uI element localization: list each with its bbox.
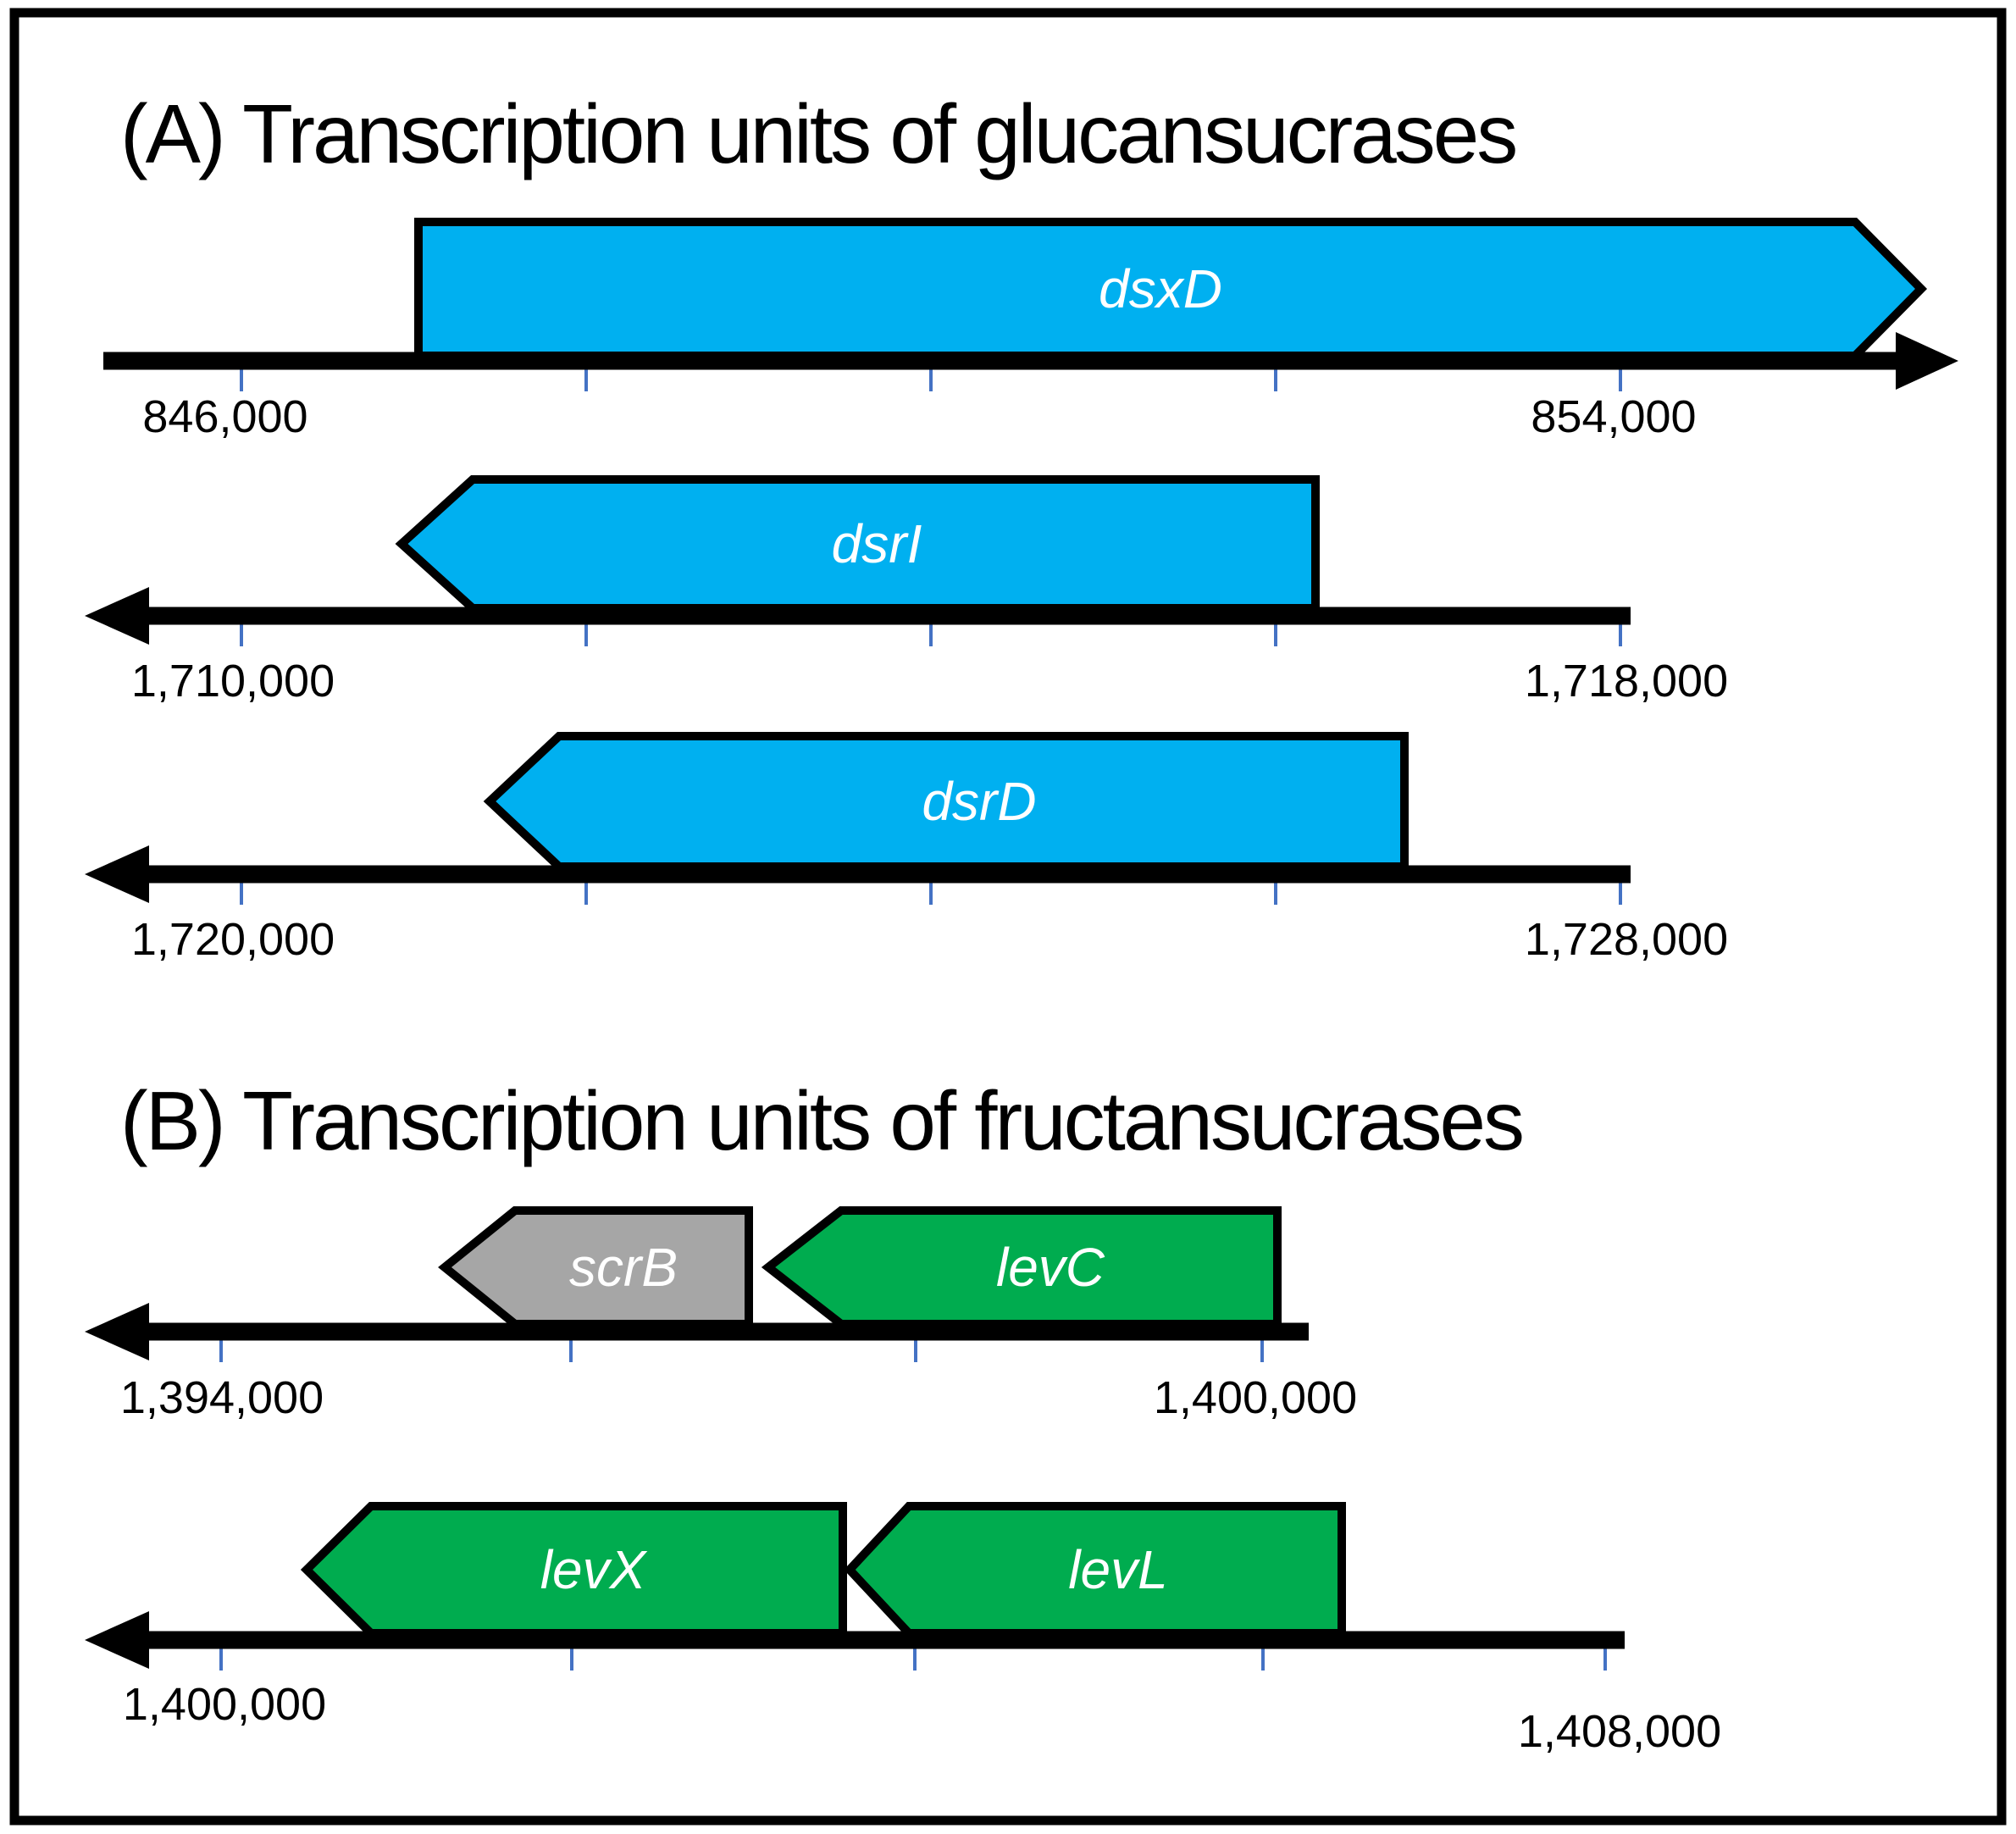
axis-arrowhead-left [85, 1303, 149, 1360]
axis-start-label: 1,720,000 [131, 914, 335, 965]
gene-arrow-dsrI [395, 475, 1320, 612]
axis-start-label: 1,400,000 [123, 1679, 326, 1730]
axis-arrowhead-left [85, 1611, 149, 1669]
gene-label-levX: levX [540, 1539, 648, 1600]
gene-label-levL: levL [1068, 1539, 1167, 1600]
row-scrB-levC: scrB levC 1,394,000 1,400,000 [85, 1206, 1357, 1423]
row-dsrI: dsrI 1,710,000 1,718,000 [85, 475, 1728, 706]
axis-arrowhead-right [1896, 332, 1958, 390]
axis-start-label: 846,000 [142, 391, 307, 442]
axis-start-label: 1,710,000 [131, 656, 335, 706]
panel-a-title: (A) Transcription units of glucansucrase… [120, 87, 1515, 180]
axis-arrowhead-left [85, 587, 149, 645]
gene-arrow-levL [844, 1502, 1346, 1637]
axis-arrowhead-left [85, 845, 149, 903]
axis-end-label: 1,718,000 [1525, 656, 1728, 706]
row-dsxD: dsxD 846,000 854,000 [103, 218, 1958, 442]
figure-border [9, 8, 2007, 1826]
gene-label-dsrI: dsrI [832, 513, 922, 574]
row-dsrD: dsrD 1,720,000 1,728,000 [85, 732, 1728, 965]
row-levX-levL: levX levL 1,400,000 1,408,000 [85, 1502, 1721, 1757]
axis-end-label: 1,408,000 [1518, 1706, 1721, 1757]
gene-label-dsrD: dsrD [922, 771, 1036, 832]
gene-arrow-dsxD [414, 218, 1928, 360]
gene-arrow-levX [300, 1502, 847, 1637]
gene-label-levC: levC [996, 1237, 1105, 1298]
gene-label-dsxD: dsxD [1099, 258, 1222, 319]
gene-arrow-scrB [438, 1206, 753, 1328]
axis-end-label: 854,000 [1531, 391, 1696, 442]
panel-b-title: (B) Transcription units of fructansucras… [120, 1074, 1522, 1167]
gene-arrow-levC [761, 1206, 1282, 1328]
axis-end-label: 1,728,000 [1525, 914, 1728, 965]
gene-label-scrB: scrB [569, 1237, 678, 1298]
axis-start-label: 1,394,000 [120, 1372, 324, 1423]
gene-arrow-dsrD [483, 732, 1409, 871]
axis-end-label: 1,400,000 [1154, 1372, 1357, 1423]
